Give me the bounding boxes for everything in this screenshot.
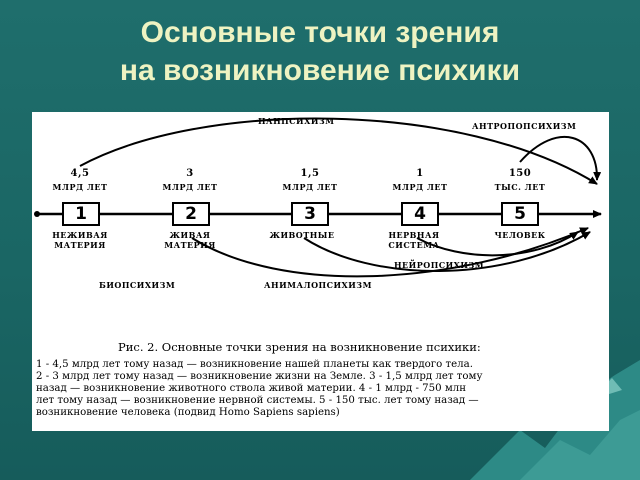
stage-3-time-value: 1,5 — [300, 168, 320, 179]
stage-2-box: 2 — [172, 202, 210, 226]
animalopsychism-arrow — [303, 231, 591, 272]
legend-line-4: лет тому назад — возникновение нервной с… — [36, 395, 479, 406]
timeline-start-dot — [34, 211, 40, 217]
biopsychism-arrow — [191, 227, 589, 278]
stage-2-time-unit: МЛРД ЛЕТ — [162, 182, 218, 192]
stage-4-name-line-2: СИСТЕМА — [388, 240, 440, 250]
page-title: Основные точки зрения на возникновение п… — [0, 14, 640, 90]
biopsychism-label: БИОПСИХИЗМ — [99, 280, 176, 290]
anthropopsychism-label: АНТРОПОПСИХИЗМ — [472, 121, 577, 131]
stage-5-name-line-1: ЧЕЛОВЕК — [494, 230, 546, 240]
stage-2-name-line-2: МАТЕРИЯ — [164, 240, 216, 250]
stage-1-time-value: 4,5 — [70, 168, 90, 179]
stage-5-time-unit: ТЫС. ЛЕТ — [494, 182, 546, 192]
stage-3-time-unit: МЛРД ЛЕТ — [282, 182, 338, 192]
neuropsychism-label: НЕЙРОПСИХИЗМ — [394, 260, 485, 270]
title-line-1: Основные точки зрения — [140, 16, 500, 49]
legend-line-2: 2 - 3 млрд лет тому назад — возникновени… — [36, 371, 483, 382]
legend-line-5: возникновение человека (подвид Homo Sapi… — [36, 407, 340, 418]
animalopsychism-label: АНИМАЛОПСИХИЗМ — [264, 280, 372, 290]
panpsychism-arrow — [79, 117, 598, 185]
legend-line-1: 1 - 4,5 млрд лет тому назад — возникнове… — [36, 359, 473, 370]
stage-4-box: 4 — [401, 202, 439, 226]
stage-1-name-line-1: НЕЖИВАЯ — [52, 230, 108, 240]
stage-4-time-unit: МЛРД ЛЕТ — [392, 182, 448, 192]
neuropsychism-arrow — [416, 231, 579, 257]
panpsychism-label: ПАНПСИХИЗМ — [258, 116, 335, 126]
stage-4-name-line-1: НЕРВНАЯ — [388, 230, 440, 240]
stage-4-time-value: 1 — [416, 168, 424, 179]
stage-1-time-unit: МЛРД ЛЕТ — [52, 182, 108, 192]
stage-2-name-line-1: ЖИВАЯ — [169, 230, 211, 240]
stage-3-box: 3 — [291, 202, 329, 226]
stage-3-name-line-1: ЖИВОТНЫЕ — [269, 230, 335, 240]
stage-2-time-value: 3 — [186, 168, 194, 179]
stage-1-name-line-2: МАТЕРИЯ — [54, 240, 106, 250]
title-line-2: на возникновение психики — [119, 54, 521, 87]
stage-5-box: 5 — [501, 202, 539, 226]
legend-line-3: назад — возникновение животного ствола ж… — [36, 383, 467, 394]
stage-5-time-value: 150 — [508, 168, 532, 179]
figure-caption: Рис. 2. Основные точки зрения на возникн… — [118, 340, 481, 354]
stage-1-box: 1 — [62, 202, 100, 226]
diagram-figure: ПАНПСИХИЗМ АНТРОПОПСИХИЗМ БИОПСИХИЗМ АНИ… — [32, 112, 609, 431]
figure-legend: 1 - 4,5 млрд лет тому назад — возникнове… — [36, 359, 606, 419]
anthropopsychism-arrow — [519, 136, 602, 181]
